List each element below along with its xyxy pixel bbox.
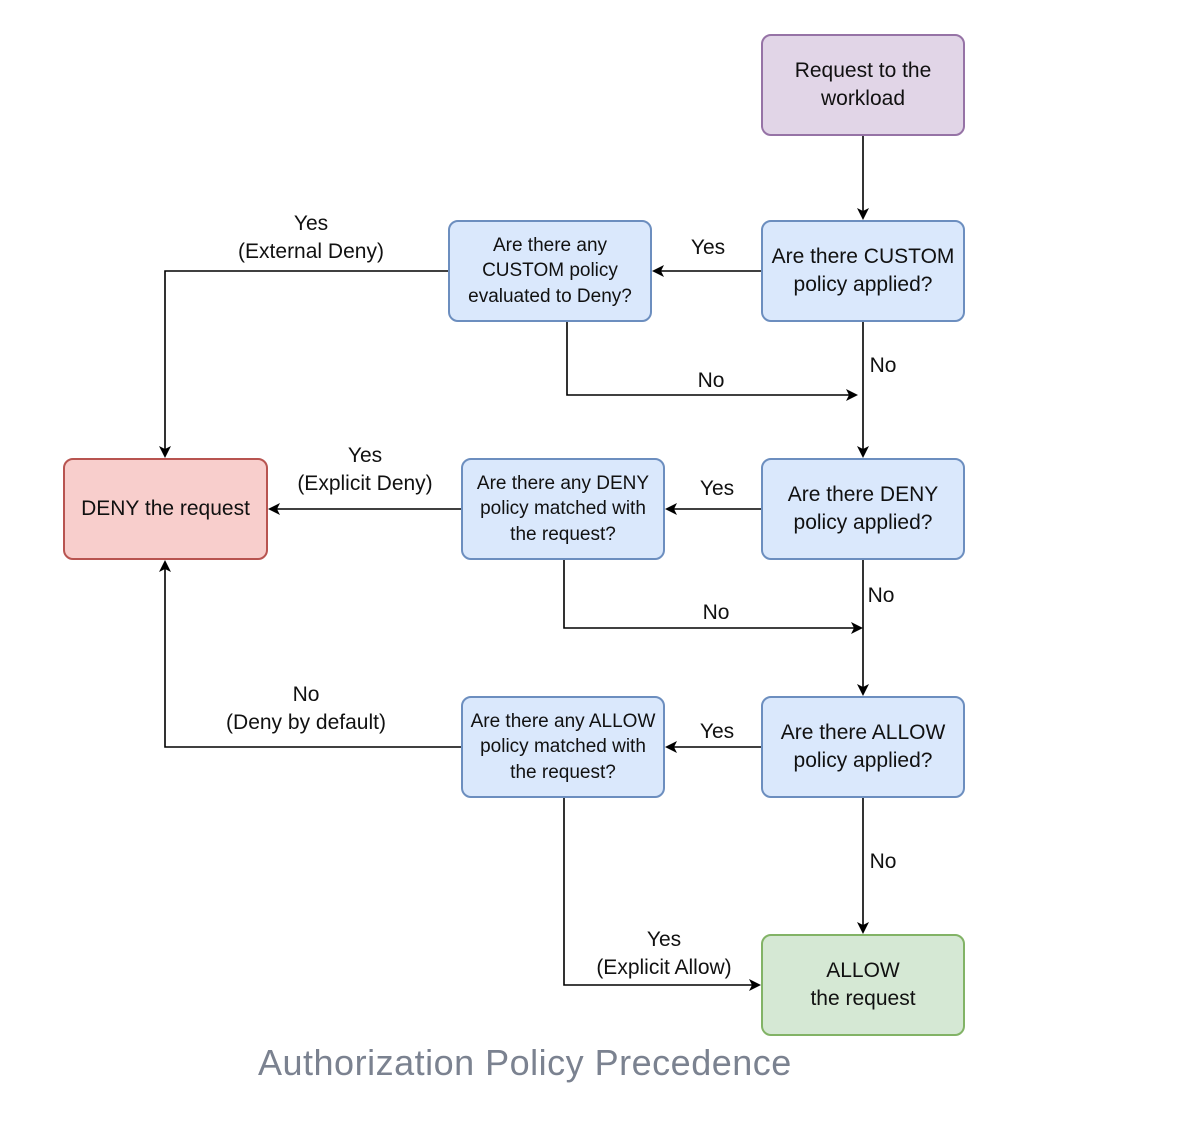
node-custom-applied: Are there CUSTOM policy applied? xyxy=(761,220,965,322)
node-deny-request-label: DENY the request xyxy=(81,496,250,520)
diagram-caption: Authorization Policy Precedence xyxy=(258,1042,792,1083)
edge-label-custom-deny-yes: Yes (External Deny) xyxy=(238,212,384,264)
edge-label-custom-yes: Yes xyxy=(690,236,726,259)
edge-custom-deny-yes xyxy=(159,270,448,458)
node-allow-request-label: ALLOW the request xyxy=(810,958,916,1010)
edge-custom-deny-no xyxy=(566,322,858,401)
node-allow-matched-label: Are there any ALLOW policy matched with … xyxy=(470,710,656,783)
edge-label-allow-yes: Yes xyxy=(699,720,735,743)
node-request: Request to the workload xyxy=(761,34,965,136)
edge-deny-matched-no xyxy=(563,560,863,634)
edge-label-allow-matched-yes: Yes (Explicit Allow) xyxy=(596,928,732,980)
node-deny-matched-label: Are there any DENY policy matched with t… xyxy=(476,472,650,545)
node-deny-applied-label: Are there DENY policy applied? xyxy=(787,482,939,534)
edge-label-deny-no: No xyxy=(867,584,895,607)
node-allow-request: ALLOW the request xyxy=(761,934,965,1036)
edge-allow-matched-yes xyxy=(563,798,761,991)
node-deny-matched: Are there any DENY policy matched with t… xyxy=(461,458,665,560)
node-custom-applied-label: Are there CUSTOM policy applied? xyxy=(771,244,955,296)
node-allow-matched: Are there any ALLOW policy matched with … xyxy=(461,696,665,798)
edge-label-deny-matched-yes: Yes (Explicit Deny) xyxy=(297,444,433,496)
node-deny-request: DENY the request xyxy=(63,458,268,560)
edge-label-deny-matched-no: No xyxy=(702,601,730,624)
node-allow-applied: Are there ALLOW policy applied? xyxy=(761,696,965,798)
edge-allow-matched-no xyxy=(159,560,461,748)
edge-label-custom-deny-no: No xyxy=(697,369,725,392)
edge-label-allow-matched-no: No (Deny by default) xyxy=(226,683,386,735)
node-request-label: Request to the workload xyxy=(794,58,932,110)
node-custom-deny: Are there any CUSTOM policy evaluated to… xyxy=(448,220,652,322)
node-deny-applied: Are there DENY policy applied? xyxy=(761,458,965,560)
node-allow-applied-label: Are there ALLOW policy applied? xyxy=(780,720,946,772)
node-custom-deny-label: Are there any CUSTOM policy evaluated to… xyxy=(468,234,632,307)
edge-label-allow-no: No xyxy=(869,850,897,873)
edge-label-custom-no: No xyxy=(869,354,897,377)
edge-label-deny-yes: Yes xyxy=(699,477,735,500)
